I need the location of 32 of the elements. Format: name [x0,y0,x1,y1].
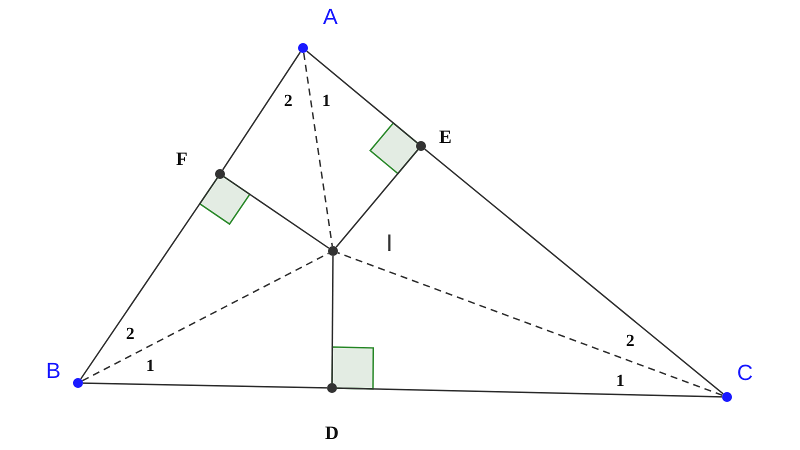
point-dot [298,43,308,53]
point-label: E [439,128,452,147]
point-label: D [325,424,339,443]
line-segment [224,176,330,249]
point-label: F [176,150,188,169]
line-segment [331,256,334,383]
point-dot [327,383,337,393]
point-dot [215,169,225,179]
angle-number: 1 [146,357,154,374]
point-label: A [323,6,338,28]
point-label: B [46,360,61,382]
angle-number: 1 [616,372,624,389]
line-segment [82,382,328,389]
point-dot [416,141,426,151]
point-dot [328,246,338,256]
dashed-line [337,252,723,396]
angle-number: 1 [322,92,330,109]
point-label: C [737,362,753,384]
line-segment [306,50,418,144]
dashed-line [302,52,334,246]
dashed-line [82,252,329,382]
line-segment [336,387,722,398]
line-segment [424,148,724,394]
angle-number: 2 [626,332,634,349]
point-dot [73,378,83,388]
angle-number: 2 [126,325,134,342]
line-segment [80,178,218,380]
point-label: I [386,232,393,256]
line-segment [336,149,418,248]
point-dot [722,392,732,402]
line-segment [222,52,301,170]
angle-number: 2 [284,92,292,109]
